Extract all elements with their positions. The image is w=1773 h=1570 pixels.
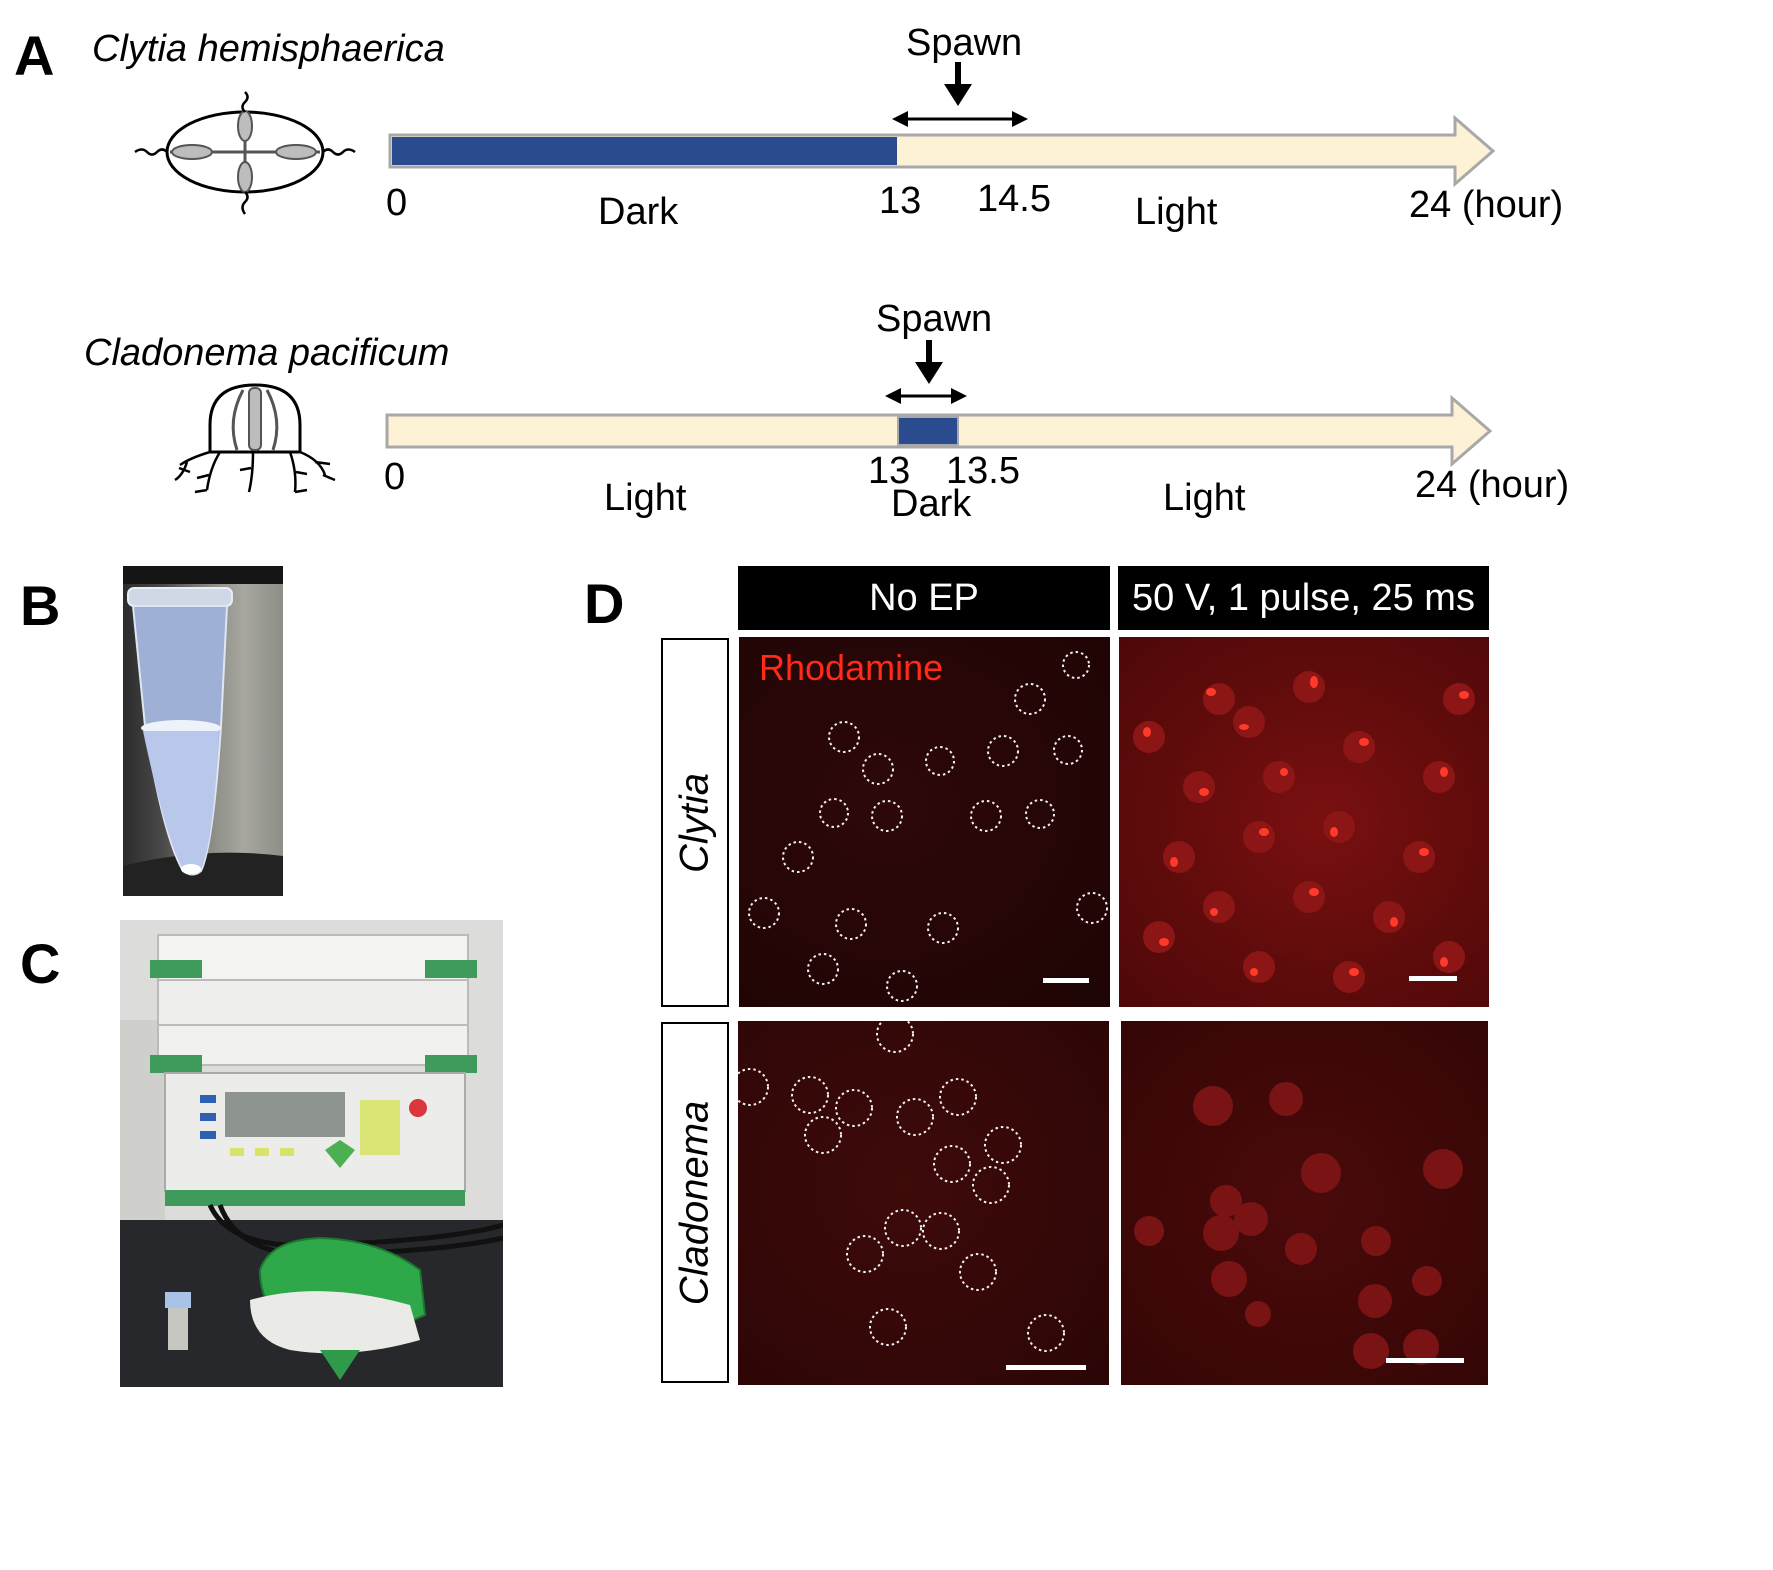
cladonema-egg-outlines	[738, 1021, 1086, 1370]
cladonema-spawn-window-arrow	[885, 388, 967, 404]
cladonema-spawn-label: Spawn	[876, 298, 993, 340]
clytia-species-name: Clytia hemisphaerica	[92, 28, 445, 70]
clytia-dark-phase-bar	[392, 137, 897, 165]
clytia-fluorescent-eggs	[1133, 671, 1475, 993]
micrograph-clytia-no-ep: Rhodamine	[739, 637, 1110, 1007]
panel-a-letter: A	[14, 24, 55, 87]
microtube-drawing	[123, 566, 283, 896]
electroporator-drawing	[120, 920, 503, 1387]
row-label-cladonema: Cladonema	[672, 1100, 717, 1305]
cladonema-fluorescent-eggs	[1134, 1082, 1464, 1369]
panel-d-letter: D	[584, 572, 625, 635]
scale-bar	[1006, 1365, 1086, 1370]
cladonema-phase-light-2: Light	[1163, 477, 1246, 519]
column-header-ep: 50 V, 1 pulse, 25 ms	[1118, 566, 1489, 630]
cladonema-dark-phase-bar	[897, 416, 959, 446]
panel-b-letter: B	[20, 574, 61, 637]
clytia-spawn-arrow-icon	[944, 62, 972, 106]
row-label-clytia: Clytia	[672, 772, 717, 873]
clytia-spawn-label: Spawn	[906, 22, 1023, 64]
cladonema-tick-13: 13	[868, 450, 911, 492]
clytia-spawn-window-arrow	[892, 111, 1028, 127]
cladonema-species-name: Cladonema pacificum	[84, 332, 450, 374]
clytia-tick-13: 13	[879, 180, 922, 222]
cladonema-timeline-arrow	[385, 394, 1493, 468]
cladonema-tick-13-5: 13.5	[946, 450, 1020, 492]
stain-label-rhodamine: Rhodamine	[759, 647, 944, 688]
micrograph-clytia-ep	[1119, 637, 1489, 1007]
micrograph-cladonema-ep	[1121, 1021, 1488, 1385]
clytia-tick-0: 0	[386, 182, 408, 224]
row-label-box-clytia: Clytia	[661, 638, 729, 1007]
clytia-tick-24: 24 (hour)	[1409, 184, 1564, 226]
cladonema-medusa-drawing	[174, 383, 336, 494]
scale-bar	[1386, 1358, 1464, 1363]
clytia-egg-outlines	[748, 651, 1108, 1002]
electroporator-photo	[120, 920, 503, 1387]
clytia-tick-14-5: 14.5	[977, 178, 1051, 220]
tube-photo	[123, 566, 283, 896]
cladonema-tick-24: 24 (hour)	[1415, 464, 1570, 506]
scale-bar	[1409, 976, 1457, 981]
cladonema-spawn-arrow-icon	[915, 340, 943, 384]
clytia-timeline-arrow	[388, 114, 1496, 188]
panel-c-letter: C	[20, 932, 61, 995]
cladonema-phase-dark: Dark	[891, 483, 972, 525]
scale-bar	[1043, 978, 1089, 983]
clytia-medusa-drawing	[134, 91, 356, 215]
column-header-no-ep: No EP	[738, 566, 1110, 630]
clytia-phase-dark: Dark	[598, 191, 679, 233]
clytia-phase-light: Light	[1135, 191, 1218, 233]
row-label-box-cladonema: Cladonema	[661, 1022, 729, 1383]
micrograph-cladonema-no-ep	[738, 1021, 1109, 1385]
cladonema-tick-0: 0	[384, 456, 406, 498]
cladonema-phase-light-1: Light	[604, 477, 687, 519]
